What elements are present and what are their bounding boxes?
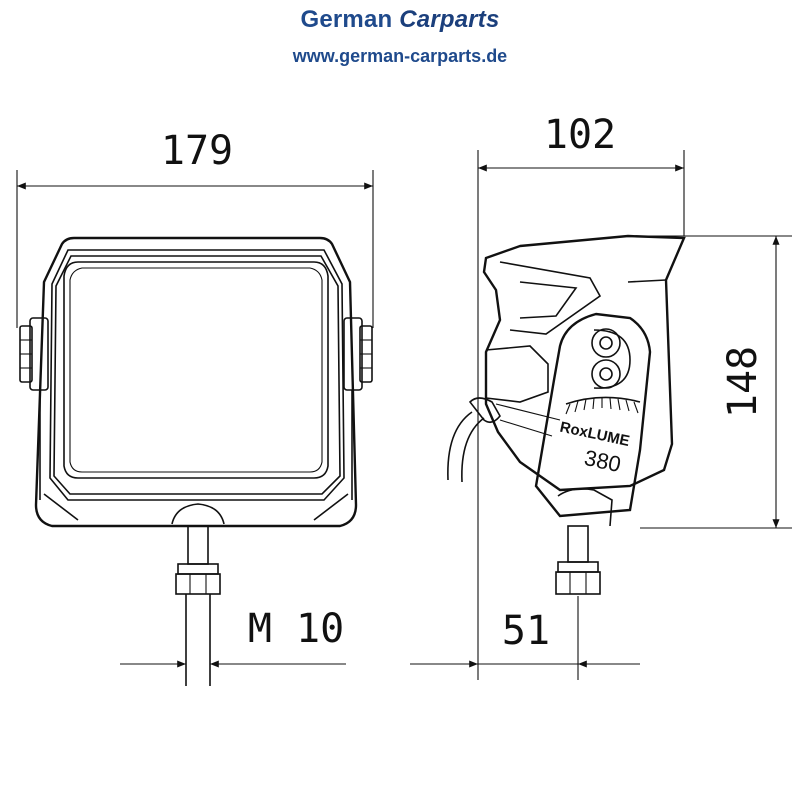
side-mount-bolt: [567, 525, 589, 563]
width-dimension-label: 179: [161, 128, 233, 174]
side-bracket: [534, 312, 652, 518]
pivot-hole-lower: [591, 359, 621, 389]
depth-dimension-label: 102: [544, 112, 616, 158]
product-name-label: RoxLUME: [558, 419, 631, 450]
pivot-hole-upper: [591, 328, 621, 358]
mount-bolt: [187, 525, 209, 565]
header: German Carparts www.german-carparts.de: [0, 0, 800, 80]
mount-boss: [171, 503, 225, 525]
power-cable: [447, 411, 473, 481]
side-foot: [557, 488, 613, 527]
front-lens: [63, 261, 329, 479]
brand-name-part2: Carparts: [399, 6, 500, 33]
thread-dimension-label: M 10: [248, 606, 344, 652]
side-housing: [482, 234, 686, 492]
brand-logo[interactable]: German Carparts: [0, 6, 800, 34]
front-housing: [34, 236, 358, 528]
mount-offset-dimension-label: 51: [502, 608, 550, 654]
brand-name-part1: German: [300, 6, 393, 33]
height-dimension-label: 148: [720, 346, 766, 418]
product-model-label: 380: [582, 445, 623, 477]
angle-scale: [565, 396, 641, 415]
website-link[interactable]: www.german-carparts.de: [292, 46, 508, 66]
front-view: [16, 170, 374, 686]
